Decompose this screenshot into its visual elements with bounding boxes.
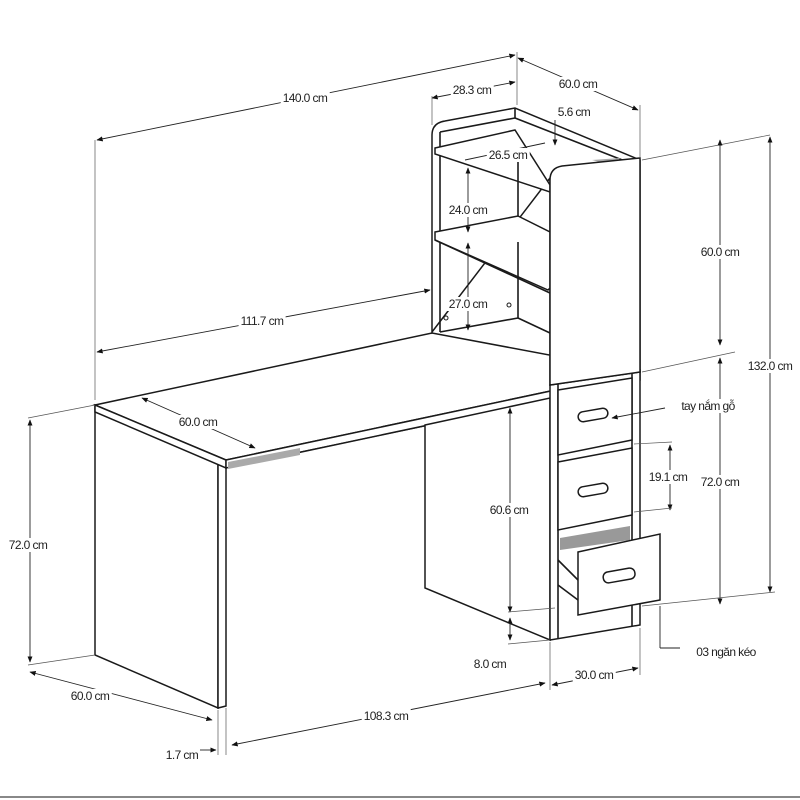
dim-shelf-gap-upper: 24.0 cm (446, 203, 490, 217)
dim-drawer-height: 19.1 cm (646, 470, 690, 484)
dim-desk-span: 111.7 cm (238, 314, 286, 328)
dim-leg-gap: 108.3 cm (361, 709, 411, 723)
cabinet-side-panel (424, 397, 551, 642)
dim-top-rail: 5.6 cm (555, 105, 593, 119)
dim-hutch-height: 60.0 cm (698, 245, 742, 259)
left-leg (94, 403, 227, 710)
dim-panel-thickness: 1.7 cm (163, 748, 201, 762)
dim-desk-depth-top: 60.0 cm (176, 415, 220, 429)
dim-cabinet-inner-height: 60.6 cm (487, 503, 531, 517)
dim-shelf-depth: 26.5 cm (486, 148, 530, 162)
dim-desk-height-right: 72.0 cm (698, 475, 742, 489)
drawer-cabinet (549, 369, 661, 641)
handle-2 (577, 482, 609, 498)
callout-handle: tay nắm gỗ (679, 399, 737, 413)
dim-hutch-shelf-width: 28.3 cm (450, 83, 494, 97)
dim-hutch-depth: 60.0 cm (556, 77, 600, 91)
dim-desk-height-left: 72.0 cm (6, 538, 50, 552)
dim-total-width: 140.0 cm (280, 91, 330, 105)
dim-shelf-gap-lower: 27.0 cm (446, 297, 490, 311)
handle-1 (577, 407, 609, 423)
callout-drawers: 03 ngăn kéo (694, 645, 758, 659)
dim-leg-depth: 60.0 cm (68, 689, 112, 703)
dim-total-height: 132.0 cm (745, 359, 795, 373)
dim-base-height: 8.0 cm (471, 657, 509, 671)
dim-cabinet-width: 30.0 cm (572, 668, 616, 682)
handle-3 (602, 567, 636, 584)
